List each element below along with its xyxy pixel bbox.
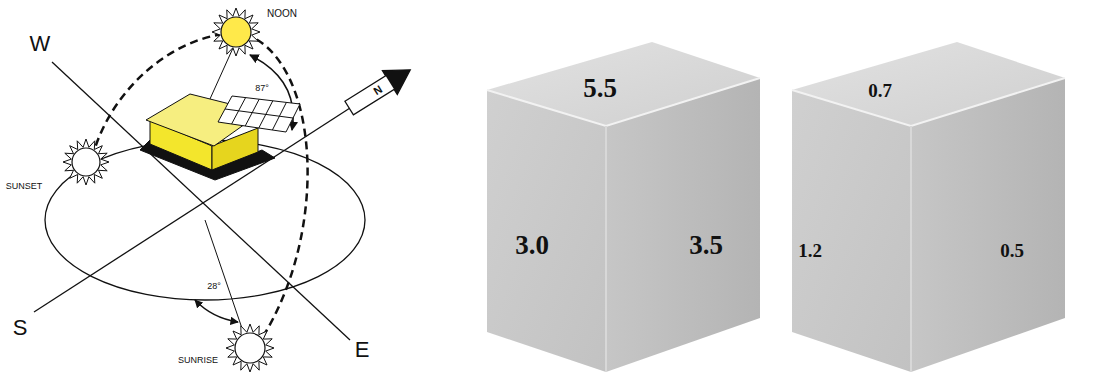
angle-label: 87° bbox=[255, 84, 269, 93]
panel-line bbox=[225, 109, 293, 118]
sun-rays bbox=[212, 8, 260, 56]
compass-letter: S bbox=[13, 317, 28, 339]
sun-symbol bbox=[212, 8, 260, 56]
house-illustration bbox=[140, 94, 300, 180]
value-label: 0.5 bbox=[1000, 241, 1024, 260]
direction-label: SUNRISE bbox=[178, 356, 218, 365]
cube-illustration bbox=[792, 42, 1065, 372]
solar-panel bbox=[218, 96, 300, 132]
value-label: 0.7 bbox=[868, 81, 892, 100]
sunrise-direction-line bbox=[205, 220, 246, 340]
cube-left-face bbox=[487, 90, 606, 372]
solar-panel-grid bbox=[225, 98, 293, 130]
value-label: 3.0 bbox=[515, 232, 549, 259]
value-label: 1.2 bbox=[798, 241, 822, 260]
value-label: 3.5 bbox=[689, 232, 723, 259]
cube-bevel bbox=[487, 78, 760, 126]
compass-letter: W bbox=[30, 33, 51, 55]
cube-left-face bbox=[792, 90, 911, 372]
sun-path-diagram bbox=[34, 34, 365, 340]
sun-rays bbox=[63, 139, 109, 185]
cube-edge bbox=[910, 126, 912, 372]
south-north-axis bbox=[34, 108, 350, 312]
sun-symbol bbox=[226, 324, 274, 372]
suns bbox=[63, 8, 274, 372]
north-arrow bbox=[342, 58, 418, 120]
cube-right-face bbox=[911, 78, 1065, 372]
cube-right-face bbox=[606, 78, 760, 372]
value-label: 5.5 bbox=[583, 75, 617, 102]
azimuth-angle-arrow bbox=[195, 300, 238, 322]
compass-letter: E bbox=[355, 339, 370, 361]
sun-disc bbox=[221, 17, 251, 47]
direction-label: SUNSET bbox=[6, 182, 43, 191]
sun-disc bbox=[72, 148, 100, 176]
cube-illustration bbox=[487, 42, 760, 372]
north-arrow-shape bbox=[342, 58, 418, 120]
sun-symbol bbox=[63, 139, 109, 185]
cube-bevel bbox=[792, 78, 1065, 126]
sun-disc bbox=[235, 333, 265, 363]
direction-label: NOON bbox=[267, 9, 297, 19]
sun-rays bbox=[226, 324, 274, 372]
sun-path-arc bbox=[245, 34, 308, 338]
cube-edge bbox=[605, 126, 607, 372]
angle-label: 28° bbox=[207, 282, 221, 291]
north-arrow-head bbox=[382, 58, 417, 94]
